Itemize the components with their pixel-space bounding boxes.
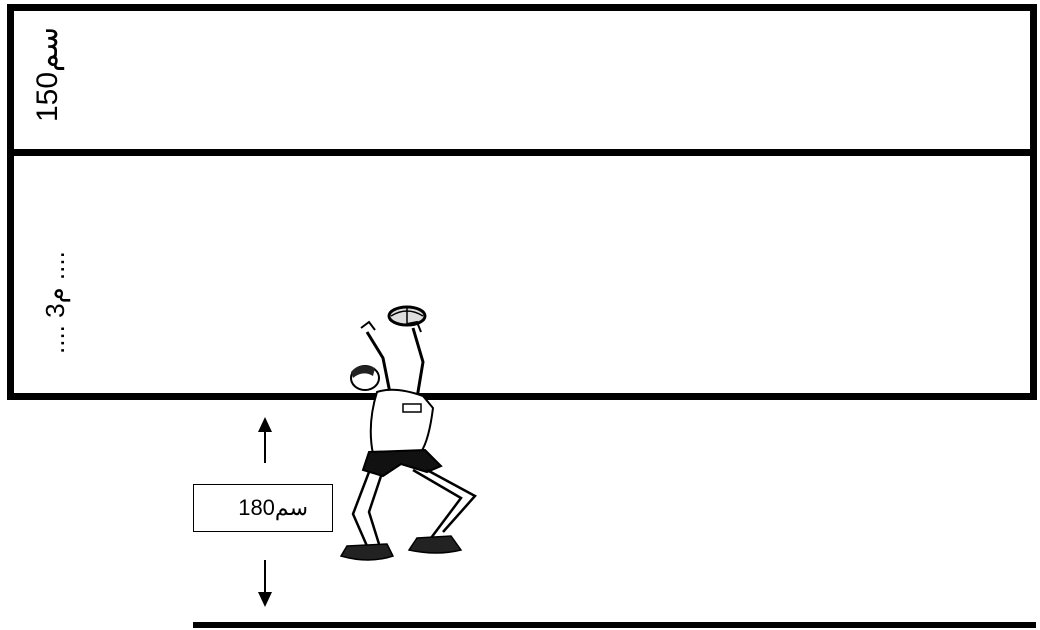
left-arm <box>365 331 393 399</box>
shorts <box>361 448 443 478</box>
lower-wall-section <box>7 149 1037 400</box>
up-arrowhead <box>258 417 272 432</box>
torso <box>369 388 435 456</box>
player-height-label: 180سم <box>238 495 308 520</box>
player-height-box: 180سم <box>193 484 333 532</box>
down-arrowhead <box>258 592 272 607</box>
right-leg <box>412 468 477 539</box>
right-shoe <box>407 535 463 554</box>
left-shoe <box>339 543 395 561</box>
player-illustration <box>339 305 477 561</box>
left-leg <box>351 471 383 547</box>
floor-line <box>193 622 1036 628</box>
right-arm <box>411 327 425 399</box>
